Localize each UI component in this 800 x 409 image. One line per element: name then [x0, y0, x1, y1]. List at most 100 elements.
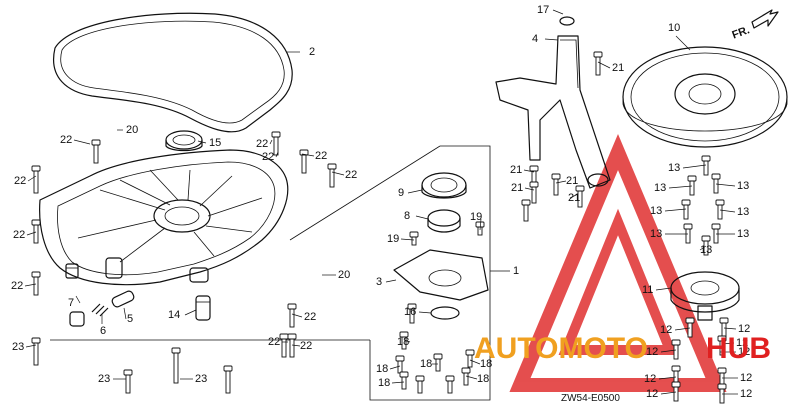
callout-17: 17	[537, 4, 549, 16]
callout-22: 22	[300, 340, 312, 352]
callout-12: 12	[740, 388, 752, 400]
callout-8: 8	[404, 210, 410, 222]
callout-20: 20	[338, 269, 350, 281]
strainer-pipe	[495, 16, 611, 189]
outer-rotor-9	[421, 172, 467, 199]
callout-10: 10	[668, 22, 680, 34]
watermark-auto: AUTOMOTO	[474, 332, 648, 365]
bolt	[551, 173, 561, 196]
drive-plate	[622, 46, 788, 148]
bolt	[461, 367, 471, 386]
bolt	[415, 375, 425, 394]
callout-22: 22	[60, 134, 72, 146]
leader-line	[660, 349, 677, 353]
callout-18: 18	[378, 377, 390, 389]
callout-16: 16	[404, 306, 416, 318]
leader-line	[479, 218, 482, 231]
leader-line	[123, 307, 127, 320]
bolt	[521, 199, 531, 222]
leader-line	[555, 180, 567, 184]
bolt	[287, 303, 297, 328]
callout-22: 22	[304, 311, 316, 323]
leader-line	[682, 164, 707, 169]
bolt	[31, 271, 41, 296]
bolt	[683, 223, 693, 244]
callout-18: 18	[397, 336, 409, 348]
bolt	[717, 335, 727, 356]
leader-line	[291, 344, 301, 347]
bolt	[711, 223, 721, 244]
callout-12: 12	[646, 346, 658, 358]
bolt	[409, 231, 419, 246]
leader-line	[469, 359, 481, 365]
leader-line	[407, 189, 423, 194]
leader-line	[544, 38, 559, 41]
leader-line	[658, 376, 677, 380]
bolt	[91, 139, 101, 164]
inner-rotor-8	[427, 209, 461, 233]
pump-body-3	[393, 249, 489, 301]
leader-line	[25, 344, 37, 348]
leader-line	[400, 238, 415, 241]
bolt-group	[31, 51, 729, 404]
bolt	[433, 353, 443, 372]
leader-line	[403, 339, 411, 343]
direction-label: FR.	[731, 24, 752, 41]
callout-18: 18	[420, 358, 432, 370]
callout-19: 19	[387, 233, 399, 245]
callout-22: 22	[14, 175, 26, 187]
leader-line	[389, 365, 401, 370]
watermark-hub: HUB	[706, 332, 771, 365]
bolt	[701, 155, 711, 176]
bolt	[299, 149, 309, 174]
callout-13: 13	[654, 182, 666, 194]
front-arrow: FR.	[731, 9, 779, 42]
bolt	[171, 347, 181, 384]
callout-22: 22	[13, 229, 25, 241]
bolt	[445, 375, 455, 394]
rear-cover	[39, 149, 289, 286]
callout-5: 5	[127, 313, 133, 325]
callout-12: 12	[738, 323, 750, 335]
callout-2: 2	[309, 46, 315, 58]
leader-line	[415, 215, 429, 220]
bolt	[681, 199, 691, 220]
bolt	[271, 131, 281, 156]
leader-line	[275, 151, 279, 158]
leader-line	[674, 327, 691, 331]
bolt	[671, 339, 681, 360]
bolt	[575, 185, 585, 208]
leader-line	[715, 183, 736, 187]
bolt	[399, 331, 409, 350]
bolt	[31, 165, 41, 194]
callout-13: 13	[737, 228, 749, 240]
leader-line	[675, 35, 691, 51]
callout-12: 12	[646, 388, 658, 400]
leader-line	[465, 375, 478, 380]
leader-lines	[24, 9, 738, 395]
leader-line	[391, 381, 405, 384]
bolt	[399, 371, 409, 390]
leader-line	[418, 311, 432, 314]
leader-line	[331, 171, 345, 176]
callout-23: 23	[195, 373, 207, 385]
bolt	[123, 369, 133, 394]
callout-21: 21	[510, 164, 522, 176]
leader-line	[75, 295, 81, 304]
callout-7: 7	[68, 297, 74, 309]
callout-13: 13	[737, 180, 749, 192]
leader-line	[660, 391, 677, 395]
callout-9: 9	[398, 187, 404, 199]
callout-22: 22	[315, 150, 327, 162]
callout-20: 20	[126, 124, 138, 136]
leader-line	[269, 139, 273, 145]
leader-line	[664, 208, 687, 212]
callout-21: 21	[511, 182, 523, 194]
callout-21: 21	[566, 175, 578, 187]
pump-box	[50, 145, 491, 401]
bolt	[685, 317, 695, 338]
callout-18: 18	[376, 363, 388, 375]
callout-12: 12	[738, 346, 750, 358]
callout-13: 13	[650, 205, 662, 217]
